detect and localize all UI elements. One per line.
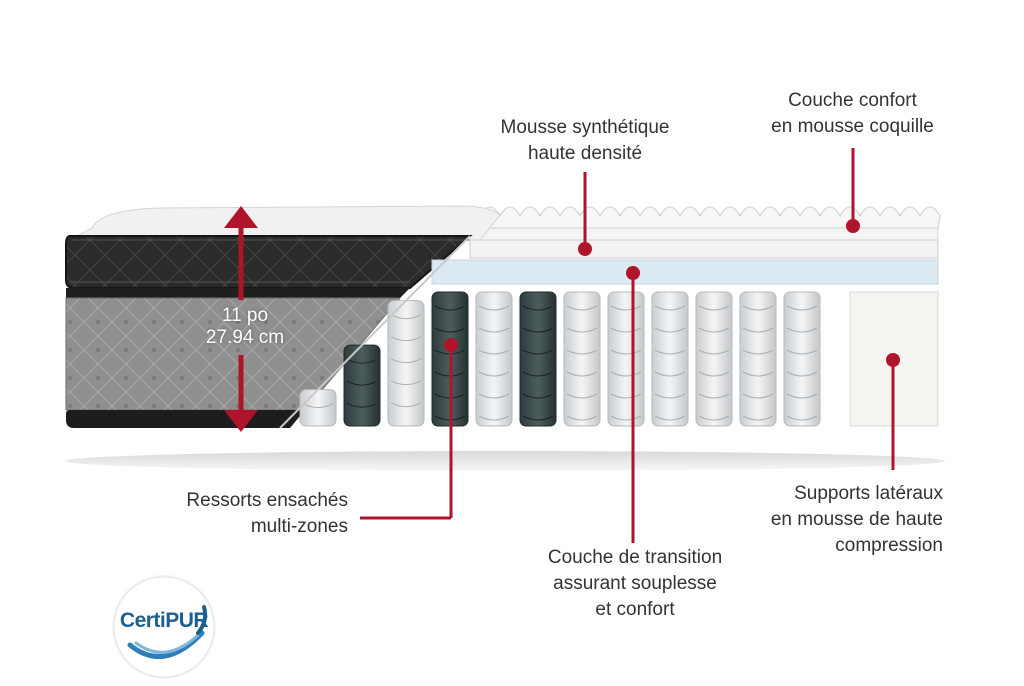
- spring-fold: [786, 371, 818, 377]
- spring-fold: [522, 393, 554, 399]
- spring-fold: [654, 349, 686, 355]
- spring-fold: [698, 327, 730, 333]
- spring-fold: [610, 393, 642, 399]
- spring-fold: [478, 305, 510, 311]
- spring-fold: [786, 393, 818, 399]
- pocket-springs: [299, 291, 821, 427]
- spring-pocket: [387, 300, 425, 427]
- spring-pocket: [651, 291, 689, 427]
- spring-fold: [742, 393, 774, 399]
- spring-fold: [610, 415, 642, 421]
- spring-fold: [742, 305, 774, 311]
- certipur-badge-text: CertiPUR: [119, 609, 209, 632]
- callout-side-supports: Supports latéraux en mousse de haute com…: [770, 483, 943, 556]
- callout-dots: [444, 219, 900, 367]
- spring-fold: [610, 327, 642, 333]
- height-dimension-arrow: [224, 206, 258, 432]
- floor-shadow: [65, 451, 945, 471]
- spring-fold: [654, 393, 686, 399]
- spring-fold: [478, 393, 510, 399]
- spring-fold: [390, 358, 422, 364]
- spring-fold: [390, 402, 422, 408]
- callout-high-density-foam: Mousse synthétique haute densité: [500, 117, 670, 164]
- spring-fold: [522, 415, 554, 421]
- height-centimeters: 27.94 cm: [205, 327, 285, 348]
- spring-fold: [786, 327, 818, 333]
- spring-fold: [566, 327, 598, 333]
- pillow-top: [69, 205, 501, 241]
- spring-fold: [698, 415, 730, 421]
- spring-fold: [434, 327, 466, 333]
- spring-fold: [346, 358, 378, 364]
- spring-pocket: [739, 291, 777, 427]
- spring-fold: [566, 393, 598, 399]
- callout-transition-layer: Couche de transition assurant souplesse …: [547, 547, 723, 620]
- spring-pocket: [607, 291, 645, 427]
- spring-fold: [742, 327, 774, 333]
- spring-fold: [698, 393, 730, 399]
- spring-pocket: [475, 291, 513, 427]
- spring-fold: [610, 305, 642, 311]
- height-dimension-label: 11 po 27.94 cm: [190, 305, 300, 349]
- certipur-badge-icon: [112, 575, 216, 679]
- spring-fold: [346, 402, 378, 408]
- callout-pocket-springs: Ressorts ensachés multi-zones: [186, 490, 348, 537]
- top-panel: [65, 235, 473, 289]
- spring-pocket: [695, 291, 733, 427]
- callout-comfort-layer: Couche confort en mousse coquille: [771, 90, 934, 137]
- spring-fold: [302, 403, 334, 409]
- transition-layer: [431, 259, 939, 285]
- spring-fold: [742, 371, 774, 377]
- spring-fold: [566, 349, 598, 355]
- spring-fold: [390, 380, 422, 386]
- high-density-foam-layer: [469, 239, 939, 259]
- spring-fold: [698, 349, 730, 355]
- spring-fold: [610, 349, 642, 355]
- spring-fold: [478, 349, 510, 355]
- spring-fold: [698, 305, 730, 311]
- top-border-band: [66, 288, 410, 298]
- spring-fold: [742, 349, 774, 355]
- spring-pocket: [783, 291, 821, 427]
- callout-lines: [360, 148, 895, 543]
- spring-fold: [654, 371, 686, 377]
- spring-fold: [566, 415, 598, 421]
- spring-fold: [742, 415, 774, 421]
- cut-edge: [279, 235, 471, 429]
- spring-fold: [390, 336, 422, 342]
- bottom-border: [66, 410, 305, 428]
- spring-fold: [654, 415, 686, 421]
- certipur-badge: CertiPUR: [110, 573, 218, 681]
- spring-fold: [786, 349, 818, 355]
- spring-pocket: [563, 291, 601, 427]
- spring-fold: [566, 305, 598, 311]
- spring-fold: [610, 371, 642, 377]
- spring-fold: [522, 349, 554, 355]
- spring-fold: [522, 305, 554, 311]
- spring-fold: [522, 327, 554, 333]
- comfort-foam-layer: [479, 206, 941, 241]
- spring-pocket: [519, 291, 557, 427]
- spring-fold: [566, 371, 598, 377]
- spring-fold: [522, 371, 554, 377]
- spring-fold: [654, 327, 686, 333]
- spring-fold: [434, 305, 466, 311]
- spring-fold: [478, 415, 510, 421]
- spring-fold: [390, 314, 422, 320]
- height-inches: 11 po: [221, 305, 269, 326]
- spring-fold: [478, 371, 510, 377]
- spring-fold: [346, 380, 378, 386]
- spring-fold: [786, 415, 818, 421]
- spring-fold: [698, 371, 730, 377]
- spring-fold: [786, 305, 818, 311]
- spring-fold: [654, 305, 686, 311]
- spring-fold: [478, 327, 510, 333]
